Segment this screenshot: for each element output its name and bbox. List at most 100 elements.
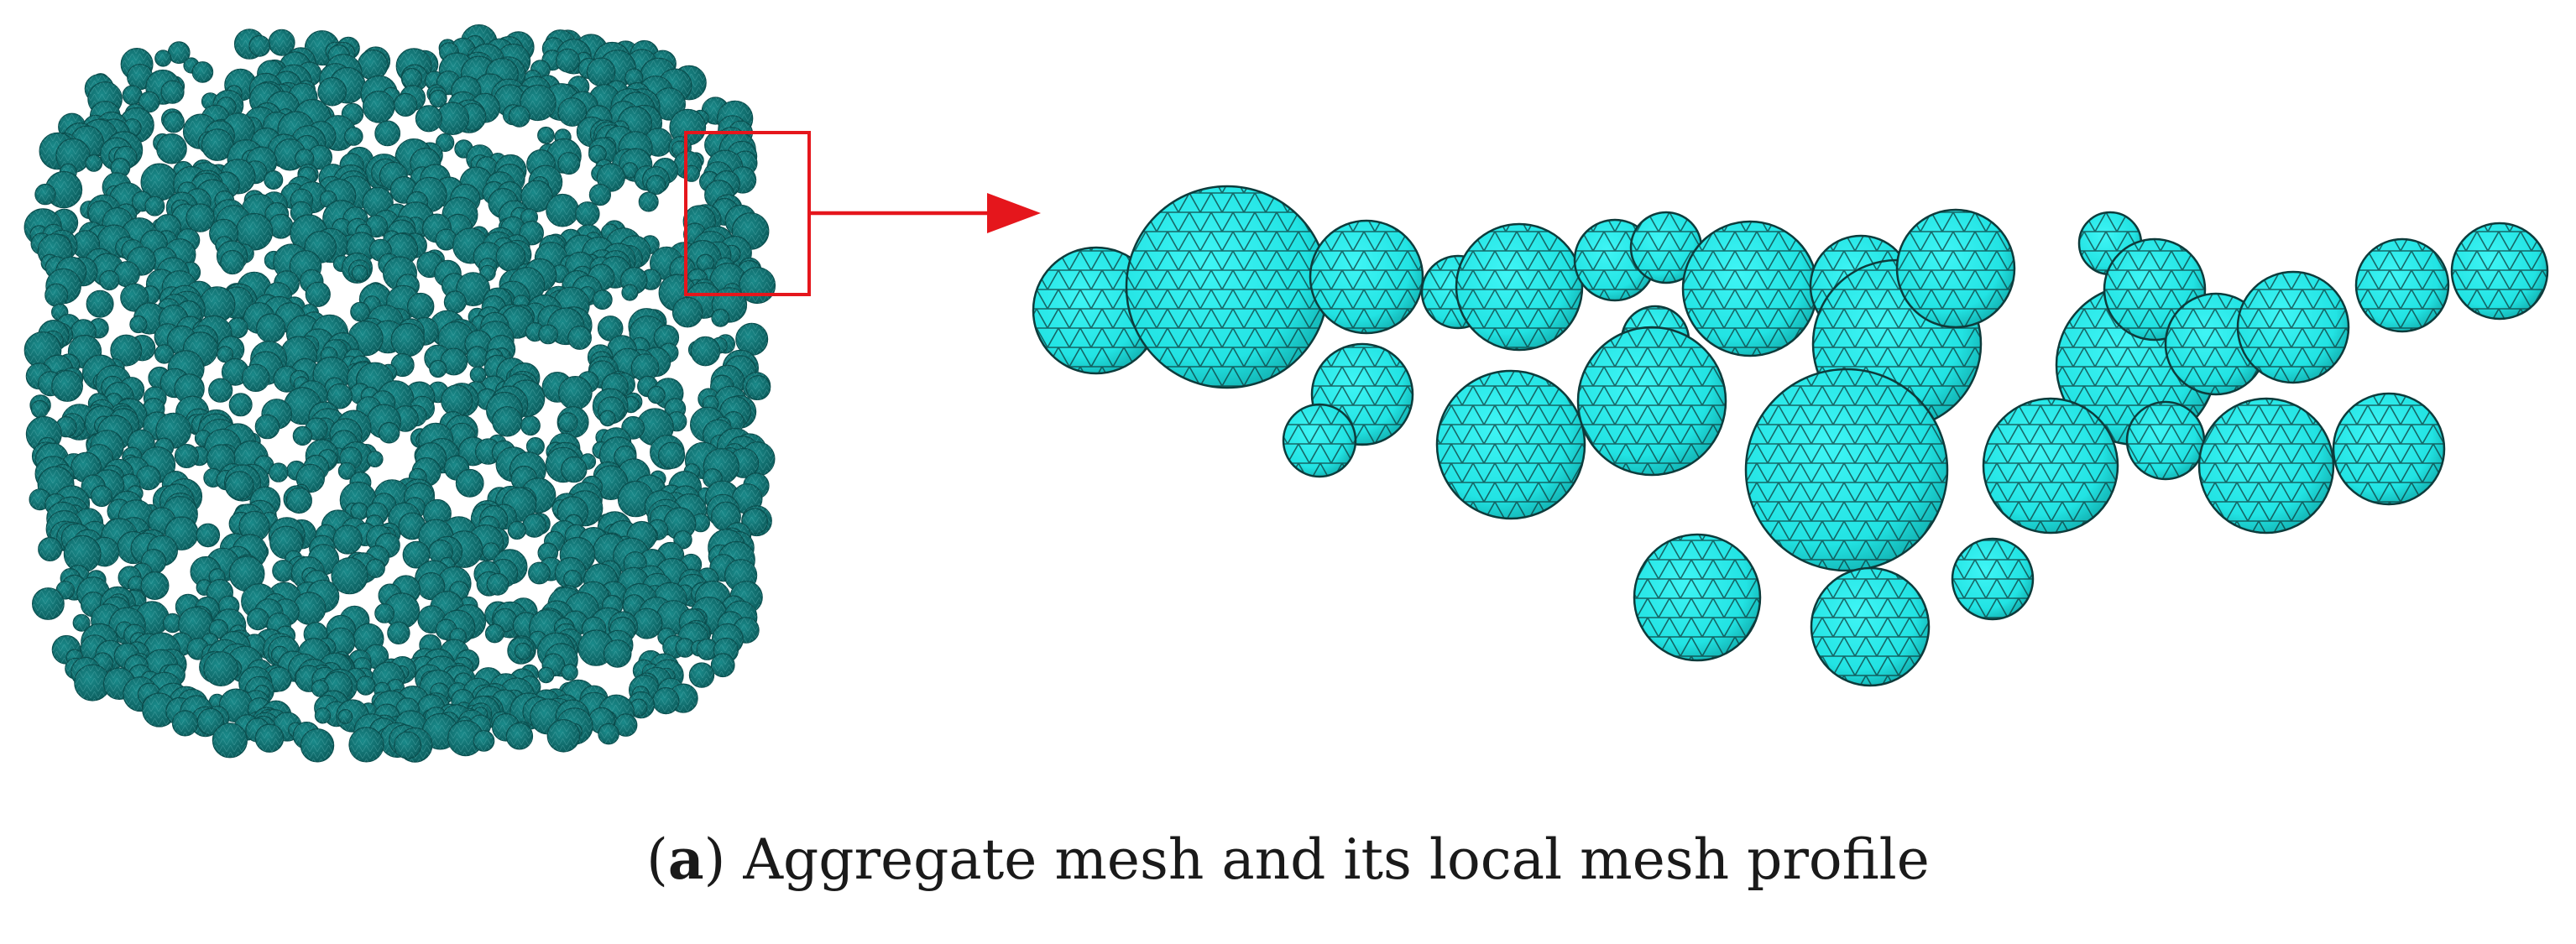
aggregate-particle-mesh — [399, 513, 426, 540]
aggregate-particle-mesh — [509, 106, 530, 128]
sphere-triangle-mesh — [1984, 399, 2117, 532]
aggregate-particle-mesh — [73, 614, 90, 632]
aggregate-particle-mesh — [141, 571, 169, 600]
aggregate-particle-mesh — [387, 622, 410, 644]
aggregate-particle-mesh — [154, 50, 171, 66]
sphere-triangle-mesh — [2128, 403, 2203, 478]
aggregate-particle-mesh — [31, 400, 49, 418]
aggregate-particle-mesh — [440, 348, 468, 375]
aggregate-particle-mesh — [563, 570, 582, 588]
aggregate-particle-mesh — [358, 50, 388, 80]
aggregate-particle-mesh — [172, 710, 198, 736]
aggregate-particle-mesh — [444, 291, 467, 313]
aggregate-particle-mesh — [436, 229, 457, 250]
aggregate-particle-mesh — [34, 184, 56, 205]
aggregate-particle-mesh — [526, 437, 545, 456]
aggregate-particle-mesh — [249, 35, 270, 57]
aggregate-particle-mesh — [593, 466, 628, 500]
aggregate-particle-mesh — [394, 732, 421, 759]
sphere-triangle-mesh — [1284, 405, 1355, 476]
aggregate-particle-mesh — [128, 576, 144, 592]
aggregate-particle-mesh — [588, 145, 607, 163]
aggregate-particle-mesh — [295, 149, 314, 168]
aggregate-particle-mesh — [639, 192, 659, 211]
aggregate-particle-mesh — [192, 61, 213, 83]
aggregate-particle-mesh — [631, 353, 659, 382]
aggregate-particle-mesh — [632, 608, 662, 639]
aggregate-particle-mesh — [32, 587, 65, 620]
aggregate-particle-mesh — [350, 503, 368, 520]
aggregate-particle-mesh — [558, 97, 587, 127]
aggregate-particle-mesh — [436, 102, 469, 135]
sphere-triangle-mesh — [2357, 240, 2448, 331]
aggregate-particle-mesh — [567, 326, 592, 350]
aggregate-particle-mesh — [306, 282, 331, 307]
aggregate-particle-mesh — [658, 442, 685, 469]
aggregate-particle-mesh — [429, 360, 447, 378]
sphere-triangle-mesh — [2239, 273, 2348, 382]
aggregate-particle-mesh — [208, 378, 233, 403]
aggregate-particle-mesh — [209, 619, 228, 639]
aggregate-particle-mesh — [520, 180, 553, 212]
aggregate-particle-mesh — [229, 393, 253, 416]
aggregate-particle-mesh — [255, 724, 284, 753]
aggregate-particle-mesh — [123, 86, 143, 105]
aggregate-particle-mesh — [598, 723, 619, 744]
aggregate-particle-mesh — [622, 284, 638, 300]
aggregate-particle-mesh — [391, 323, 425, 357]
aggregate-particle-mesh — [311, 680, 329, 697]
aggregate-particle-mesh — [664, 508, 696, 540]
aggregate-particle-mesh — [350, 302, 370, 321]
aggregate-particle-mesh — [225, 471, 253, 500]
aggregate-particle-mesh — [366, 559, 385, 578]
aggregate-particle-mesh — [338, 462, 356, 480]
aggregate-particle-mesh — [558, 412, 577, 432]
sphere-triangle-mesh — [1898, 211, 2014, 326]
right-arrow-icon — [809, 193, 1041, 233]
aggregate-particle-mesh — [308, 145, 332, 170]
aggregate-particle-mesh — [492, 406, 522, 436]
aggregate-particle-mesh — [220, 250, 244, 274]
sphere-triangle-mesh — [2453, 224, 2547, 318]
aggregate-particle-mesh — [333, 525, 363, 554]
aggregate-particle-mesh — [697, 639, 718, 660]
aggregate-particle-mesh — [508, 521, 526, 540]
aggregate-particle-mesh — [114, 261, 140, 287]
aggregate-particle-mesh — [556, 49, 580, 72]
aggregate-particle-mesh — [300, 728, 334, 762]
aggregate-particle-mesh — [557, 152, 580, 175]
aggregate-particle-mesh — [496, 242, 525, 272]
aggregate-particle-mesh — [735, 323, 768, 356]
aggregate-particle-mesh — [318, 77, 347, 106]
aggregate-particle-mesh — [315, 707, 331, 723]
aggregate-particle-mesh — [597, 164, 625, 191]
aggregate-particle-mesh — [349, 727, 384, 762]
aggregate-particle-mesh — [528, 562, 551, 584]
sphere-triangle-mesh — [1632, 213, 1701, 282]
aggregate-particle-mesh — [604, 639, 631, 668]
aggregate-particle-mesh — [136, 466, 161, 490]
aggregate-particle-mesh — [520, 85, 556, 121]
aggregate-particle-mesh — [436, 133, 454, 152]
aggregate-particle-mesh — [120, 284, 149, 311]
aggregate-particle-mesh — [746, 375, 771, 400]
aggregate-particle-mesh — [256, 314, 285, 342]
aggregate-particle-mesh — [441, 384, 473, 416]
aggregate-particle-mesh — [163, 613, 182, 633]
aggregate-particle-mesh — [652, 687, 679, 714]
aggregate-particle-mesh — [38, 537, 62, 561]
aggregate-particle-mesh — [562, 664, 578, 681]
aggregate-particle-mesh — [561, 456, 587, 482]
aggregate-particle-mesh — [44, 284, 68, 306]
aggregate-particle-mesh — [379, 422, 400, 443]
aggregate-particle-mesh — [712, 309, 729, 327]
aggregate-particle-mesh — [154, 344, 174, 363]
aggregate-particle-mesh — [175, 373, 205, 404]
aggregate-particle-mesh — [697, 254, 714, 272]
aggregate-particle-mesh — [356, 675, 375, 696]
aggregate-particle-mesh — [429, 90, 447, 107]
aggregate-particle-mesh — [229, 556, 264, 592]
aggregate-particle-mesh — [64, 535, 101, 572]
